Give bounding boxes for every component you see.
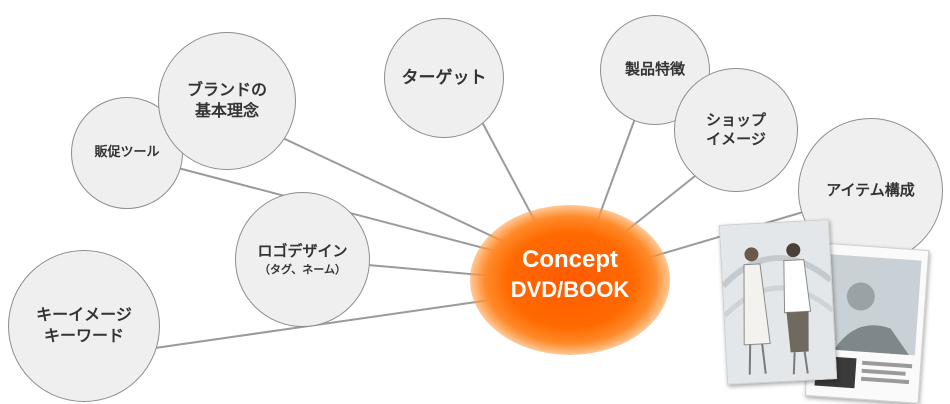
node-shop-line2: イメージ [706, 130, 766, 148]
node-item-label: アイテム構成 [826, 180, 915, 199]
node-target: ターゲット [384, 18, 504, 138]
node-shop-line1: ショップ [705, 110, 766, 129]
center-label-line2: DVD/BOOK [510, 277, 630, 302]
node-logo-sub: （タグ、ネーム） [259, 263, 346, 277]
node-brand-line1: ブランドの [186, 80, 267, 100]
node-seihin-label: 製品特徴 [624, 60, 685, 79]
node-target-label: ターゲット [401, 67, 487, 88]
book-photo-front-image [719, 220, 837, 384]
book-photo-back-image [814, 253, 922, 389]
book-photo-front [718, 219, 838, 385]
node-shop: ショップ イメージ [674, 68, 798, 192]
node-keyimage-line2: キーワード [43, 326, 124, 345]
node-hansoku-label: 販促ツール [94, 144, 160, 160]
center-glow [470, 205, 670, 355]
node-brand-line2: 基本理念 [194, 101, 259, 120]
node-brand: ブランドの 基本理念 [158, 32, 296, 170]
node-keyimage: キーイメージ キーワード [8, 250, 160, 402]
node-logo: ロゴデザイン （タグ、ネーム） [235, 192, 370, 327]
book-photo-back [804, 242, 930, 404]
node-logo-label: ロゴデザイン [257, 241, 348, 260]
center-label-line1: Concept [522, 246, 618, 273]
center-label: Concept DVD/BOOK [470, 245, 670, 305]
node-keyimage-line1: キーイメージ [36, 305, 132, 325]
